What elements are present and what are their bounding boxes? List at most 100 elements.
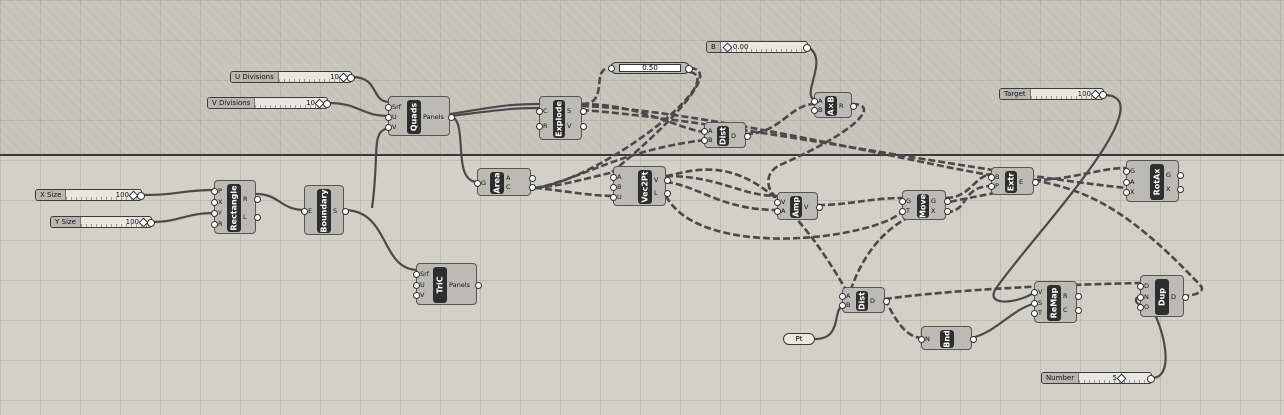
- output-port-icon[interactable]: [254, 195, 261, 203]
- target-slider[interactable]: Target 100: [999, 88, 1107, 100]
- input-port-icon[interactable]: [899, 207, 906, 215]
- output-port-icon[interactable]: [803, 44, 811, 52]
- input-port-icon[interactable]: [1137, 304, 1144, 311]
- slider-track[interactable]: 100: [1030, 89, 1103, 100]
- input-port-icon[interactable]: [385, 103, 392, 111]
- output-port-icon[interactable]: [944, 197, 951, 205]
- input-port-icon[interactable]: [811, 106, 818, 114]
- input-port-icon[interactable]: [301, 207, 308, 215]
- input-port-icon[interactable]: [211, 220, 218, 228]
- output-port-icon[interactable]: [580, 122, 587, 130]
- output-port-icon[interactable]: [664, 190, 671, 198]
- output-port-icon[interactable]: [1182, 293, 1189, 301]
- slider-grip-icon[interactable]: [722, 42, 733, 53]
- v-divisions-slider[interactable]: V Divisions 10: [207, 97, 331, 109]
- input-port-icon[interactable]: [385, 123, 392, 131]
- input-port-icon[interactable]: [1137, 283, 1144, 290]
- input-port-icon[interactable]: [988, 183, 995, 191]
- input-port-icon[interactable]: [385, 113, 392, 121]
- t-value-slider[interactable]: 0.50: [608, 62, 693, 74]
- slider-track[interactable]: 100: [80, 217, 151, 228]
- input-port-icon[interactable]: [413, 271, 420, 278]
- output-port-icon[interactable]: [1147, 375, 1155, 383]
- output-port-icon[interactable]: [850, 102, 857, 110]
- output-port-icon[interactable]: [448, 113, 455, 121]
- u-divisions-slider[interactable]: U Divisions 10: [230, 71, 355, 83]
- input-port-icon[interactable]: [1031, 289, 1038, 296]
- input-port-icon[interactable]: [413, 292, 420, 299]
- output-port-icon[interactable]: [1032, 178, 1039, 186]
- input-port-icon[interactable]: [474, 179, 481, 187]
- input-port-icon[interactable]: [988, 173, 995, 181]
- input-port-icon[interactable]: [536, 108, 543, 116]
- input-port-icon[interactable]: [610, 183, 617, 191]
- input-port-icon[interactable]: [610, 193, 617, 201]
- output-port-icon[interactable]: [1099, 91, 1107, 99]
- input-port-icon[interactable]: [839, 293, 846, 301]
- output-port-icon[interactable]: [147, 219, 155, 227]
- input-port-icon[interactable]: [811, 98, 818, 106]
- slider-track[interactable]: 100: [66, 190, 141, 201]
- input-port-icon[interactable]: [610, 173, 617, 181]
- output-port-icon[interactable]: [970, 335, 977, 343]
- input-port-icon[interactable]: [1137, 293, 1144, 301]
- input-port-icon[interactable]: [774, 198, 781, 206]
- output-port-icon[interactable]: [323, 100, 331, 108]
- output-port-icon[interactable]: [1075, 292, 1082, 300]
- output-port-icon[interactable]: [580, 108, 587, 116]
- slider-grip-icon[interactable]: [1116, 373, 1127, 384]
- number-slider[interactable]: Number 5: [1041, 372, 1155, 384]
- slider-track[interactable]: 10: [278, 72, 351, 83]
- output-port-icon[interactable]: [347, 74, 355, 82]
- output-port-icon[interactable]: [1177, 171, 1184, 179]
- x-size-slider[interactable]: X Size 100: [35, 189, 145, 201]
- output-port-icon[interactable]: [685, 65, 693, 73]
- slider-track[interactable]: 10: [255, 98, 327, 109]
- output-port-icon[interactable]: [475, 281, 482, 289]
- output-port-icon[interactable]: [744, 132, 751, 140]
- output-port-icon[interactable]: [529, 184, 536, 192]
- input-port-icon[interactable]: [1031, 310, 1038, 317]
- output-port-icon[interactable]: [254, 213, 261, 221]
- output-port-icon[interactable]: [883, 297, 890, 305]
- slider-track[interactable]: 5: [1079, 373, 1151, 384]
- input-port-icon[interactable]: [413, 281, 420, 289]
- output-port-icon[interactable]: [529, 174, 536, 182]
- input-port-icon[interactable]: [536, 122, 543, 130]
- input-port-icon[interactable]: [608, 65, 615, 72]
- output-port-icon[interactable]: [1177, 185, 1184, 193]
- input-port-icon[interactable]: [839, 301, 846, 309]
- b-slider[interactable]: B 0.00: [706, 41, 811, 53]
- input-port-icon[interactable]: [211, 188, 218, 196]
- output-port-icon[interactable]: [137, 192, 145, 200]
- input-port-icon[interactable]: [211, 209, 218, 217]
- input-port-icon[interactable]: [1031, 299, 1038, 307]
- output-port-icon[interactable]: [944, 207, 951, 215]
- input-port-icon[interactable]: [918, 335, 925, 343]
- input-port-icon[interactable]: [774, 208, 781, 216]
- output-port-icon[interactable]: [664, 176, 671, 184]
- input-port-icon[interactable]: [1123, 178, 1130, 186]
- output-port-icon[interactable]: [816, 203, 823, 211]
- point-parameter[interactable]: Pt: [783, 333, 815, 345]
- y-size-slider[interactable]: Y Size 100: [50, 216, 155, 228]
- input-port-icon[interactable]: [701, 136, 708, 144]
- input-port-icon[interactable]: [1123, 189, 1130, 196]
